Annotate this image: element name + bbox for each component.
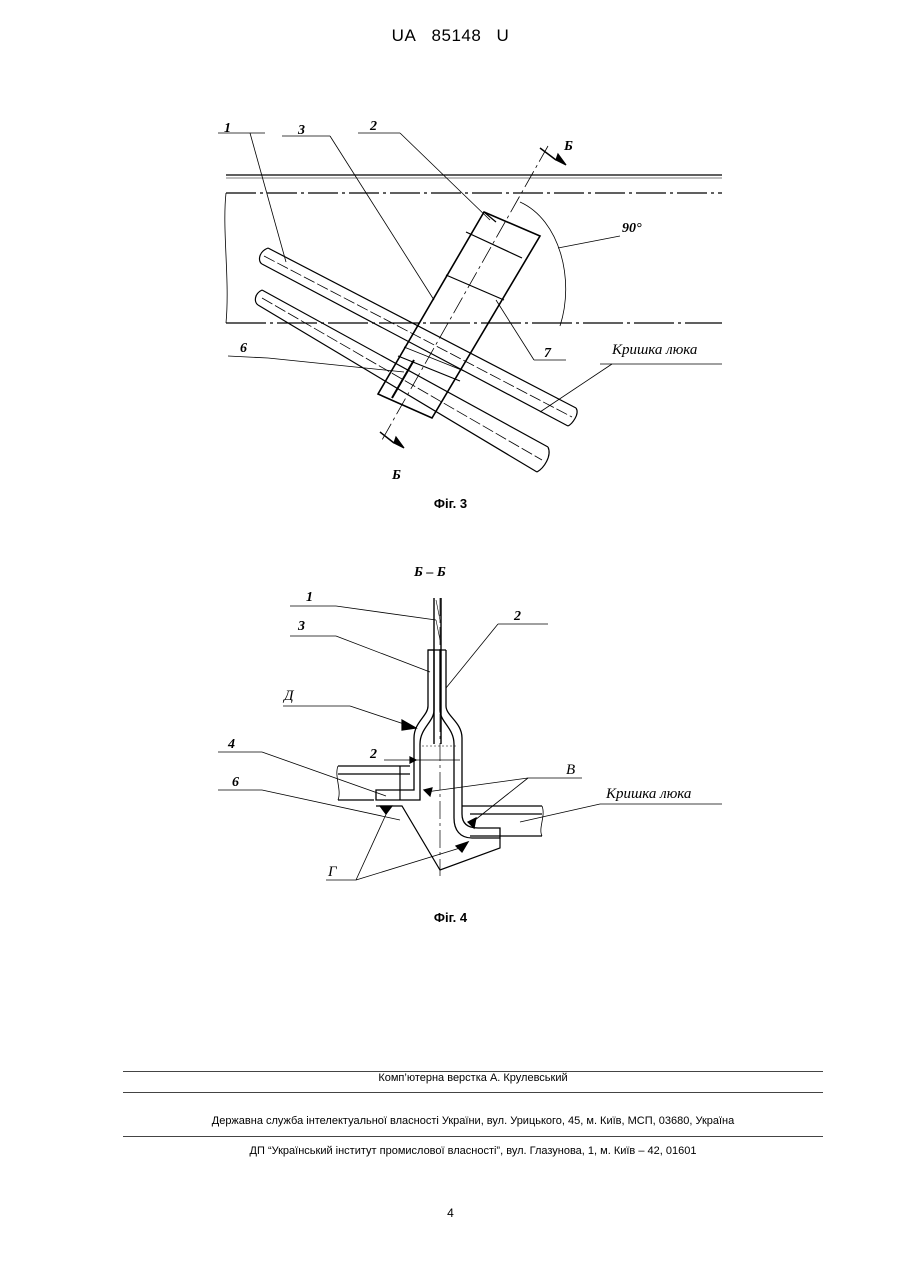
fig3-leader-cover bbox=[540, 364, 612, 412]
fig4-leader-1 bbox=[336, 606, 436, 620]
fig3-label-section-bottom: Б bbox=[391, 468, 401, 483]
fig3-leader-6-h bbox=[228, 356, 268, 358]
fig4-coaming-hatch-a bbox=[436, 600, 440, 620]
footer-institute: ДП “Український інститут промислової вла… bbox=[123, 1145, 823, 1157]
fig3-section-mark-top bbox=[540, 148, 556, 160]
fig3-seal-cross-mid bbox=[446, 275, 504, 300]
fig4-label-hatch-cover: Кришка люка bbox=[605, 786, 691, 802]
fig3-leader-6 bbox=[268, 358, 404, 372]
fig3-label-3: 3 bbox=[297, 123, 305, 138]
fig4-leader-g-a bbox=[356, 810, 388, 880]
fig3-seal-cross-low bbox=[398, 356, 460, 381]
fig4-right-cover-break bbox=[541, 806, 543, 836]
fig4-label-4: 4 bbox=[227, 737, 235, 752]
fig3-label-7: 7 bbox=[544, 346, 552, 361]
fig3-seal-body bbox=[378, 212, 540, 418]
fig3-section-mark-bottom bbox=[380, 432, 394, 443]
fig3-cover-end-lower-right bbox=[537, 447, 549, 472]
fig4-label-3: 3 bbox=[297, 619, 305, 634]
footer-layout-credit: Комп’ютерна верстка А. Крулевський bbox=[123, 1072, 823, 1084]
fig3-label-2: 2 bbox=[369, 119, 377, 134]
fig4-label-6: 6 bbox=[232, 775, 239, 790]
fig4-arrow-d bbox=[402, 720, 416, 730]
fig4-weld-left bbox=[380, 806, 392, 814]
fig3-seal-cross-low2 bbox=[404, 347, 464, 371]
fig3-cover-end-lower bbox=[255, 290, 262, 305]
fig4-leader-cover bbox=[520, 804, 600, 822]
fig3-section-axis bbox=[382, 146, 548, 440]
fig4-label-section: Б – Б bbox=[413, 565, 446, 580]
fig4-drawing bbox=[218, 598, 722, 880]
fig3-label-angle: 90° bbox=[622, 221, 642, 236]
fig4-leader-6 bbox=[262, 790, 400, 820]
fig4-label-v: В bbox=[566, 762, 575, 778]
fig4-caption: Фіг. 4 bbox=[0, 910, 901, 925]
fig3-section-arrow-top bbox=[556, 154, 566, 165]
fig4-label-gap: 2 bbox=[369, 747, 377, 762]
fig3-cover-end-upper bbox=[260, 248, 268, 264]
fig3-caption: Фіг. 3 bbox=[0, 496, 901, 511]
footer-divider-1 bbox=[123, 1092, 823, 1093]
fig3-leader-1 bbox=[250, 133, 286, 262]
fig3-label-1: 1 bbox=[224, 121, 231, 136]
fig4-label-2: 2 bbox=[513, 609, 521, 624]
fig3-section-arrow-bottom bbox=[394, 437, 404, 448]
footer-agency: Державна служба інтелектуальної власност… bbox=[123, 1115, 823, 1127]
fig4-left-cover-break bbox=[337, 766, 339, 800]
fig3-leader-2 bbox=[400, 133, 490, 220]
fig4-arrow-v-a bbox=[424, 788, 432, 796]
fig3-label-hatch-cover: Кришка люка bbox=[611, 342, 697, 358]
fig4-label-g: Г bbox=[327, 864, 338, 880]
fig4-seal-right bbox=[440, 650, 500, 838]
fig4-label-1: 1 bbox=[306, 590, 313, 605]
footer-divider-0 bbox=[123, 1071, 823, 1072]
fig4-leader-3 bbox=[336, 636, 430, 672]
fig3-label-section-top: Б bbox=[563, 139, 573, 154]
fig4-coaming-hatch-b bbox=[436, 620, 440, 640]
fig3-label-6: 6 bbox=[240, 341, 247, 356]
fig3-drawing bbox=[218, 133, 722, 472]
fig3-angle-arc bbox=[520, 202, 566, 326]
fig3-seal-cross-top bbox=[466, 232, 522, 258]
fig3-cover-line-d bbox=[262, 290, 548, 447]
fig4-leader-g-b bbox=[356, 848, 460, 880]
fig3-angle-leader bbox=[558, 236, 620, 248]
fig3-cover-line-b bbox=[262, 264, 568, 426]
fig3-beam-break-line bbox=[225, 193, 227, 323]
fig3-leader-3 bbox=[330, 136, 434, 300]
fig4-gap-arrow bbox=[410, 757, 416, 763]
fig4-label-d: Д bbox=[282, 688, 295, 704]
fig4-leader-d bbox=[350, 706, 410, 726]
fig3-leader-7 bbox=[496, 300, 534, 360]
fig4-weld-right bbox=[456, 842, 468, 852]
fig3-cover-end-upper-right bbox=[568, 408, 577, 426]
footer-divider-2 bbox=[123, 1136, 823, 1137]
page-number: 4 bbox=[0, 1206, 901, 1220]
fig4-leader-2 bbox=[446, 624, 498, 688]
